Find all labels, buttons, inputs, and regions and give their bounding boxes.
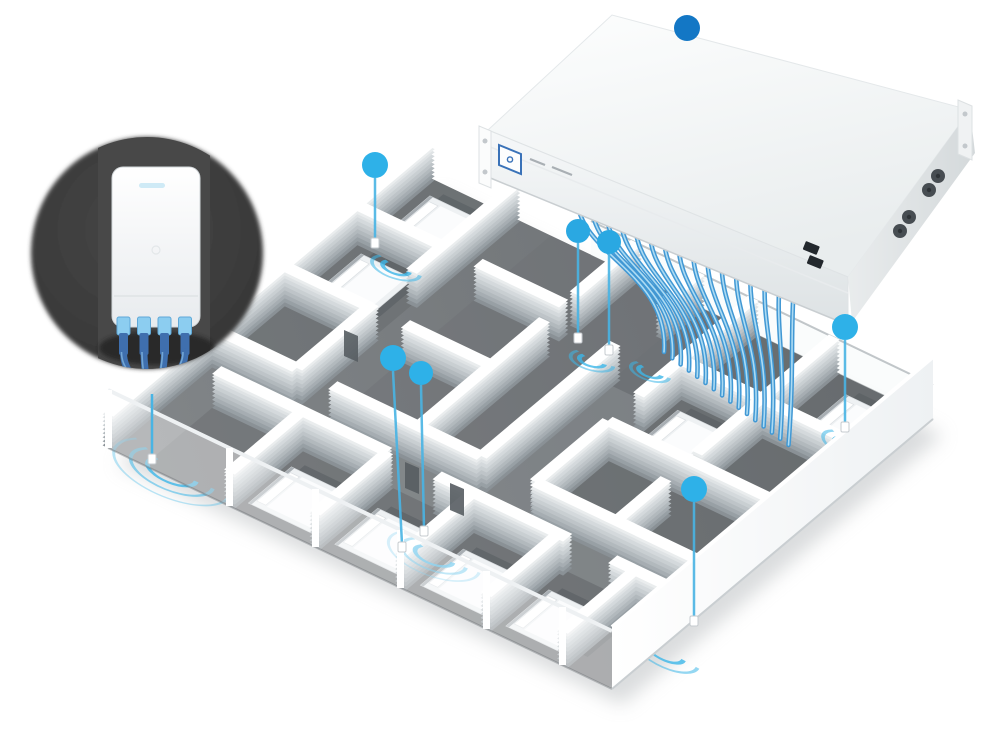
unifi-switch xyxy=(478,14,975,326)
wall-ap-unit xyxy=(419,525,429,537)
wall-ap-unit xyxy=(397,541,407,553)
ap-indicator-dot xyxy=(380,345,406,371)
inset-cable xyxy=(166,316,192,369)
ap-indicator-dot xyxy=(597,230,621,254)
wall-ap-unit xyxy=(573,332,583,344)
bed-headboard xyxy=(420,549,467,587)
wall-ap-unit xyxy=(689,615,699,627)
ap-drop-line xyxy=(419,384,426,529)
wall-ap-unit xyxy=(370,237,380,249)
ap-logo-mark-icon xyxy=(151,245,161,255)
ap-drop-line xyxy=(391,370,404,545)
bed-headboard xyxy=(334,508,381,546)
wall-ap-unit xyxy=(840,421,850,433)
ap-indicator-dot xyxy=(362,152,388,178)
ap-indicator-dot xyxy=(566,219,590,243)
access-point-markers xyxy=(362,15,858,627)
switch-details xyxy=(802,169,945,269)
ubiquiti-logo-icon xyxy=(498,143,522,176)
ap-indicator-dot xyxy=(674,15,700,41)
ap-indicator-dot xyxy=(409,361,433,385)
glass-wall-sw xyxy=(105,388,613,690)
inset-cable xyxy=(116,316,140,369)
wifi-arc xyxy=(568,349,616,373)
switch-bezel-line xyxy=(487,145,849,294)
glass-wall-ne-edge xyxy=(590,220,934,386)
ap-indicator-dot xyxy=(681,476,707,502)
switch-rack-ear xyxy=(478,99,973,189)
bed-pillow xyxy=(513,595,558,629)
switch-bottom-edge xyxy=(487,176,849,326)
wall-ap-unit xyxy=(147,453,157,465)
inset-cable xyxy=(154,316,172,369)
ap-inset xyxy=(31,137,263,465)
bed-headboard xyxy=(248,466,295,505)
ap-led-bar xyxy=(139,183,165,188)
switch-print-marks xyxy=(529,157,573,177)
bed-pillow xyxy=(342,513,387,547)
sfp-port xyxy=(806,255,824,269)
glass-wall-ne xyxy=(591,221,933,419)
inset-ethernet-cables xyxy=(116,316,192,369)
inset-cable xyxy=(137,316,152,369)
wall-ap-unit xyxy=(604,344,614,356)
ap-indicator-dot xyxy=(832,314,858,340)
door-openings xyxy=(344,330,464,516)
glass-wall-mullions xyxy=(105,390,566,665)
bed-pillow xyxy=(256,472,301,506)
outer-wall-se xyxy=(610,355,935,690)
inwall-ap-device xyxy=(111,166,201,328)
sfp-port xyxy=(802,241,820,255)
bed-headboard xyxy=(505,589,552,628)
inset-pointer xyxy=(147,394,157,465)
